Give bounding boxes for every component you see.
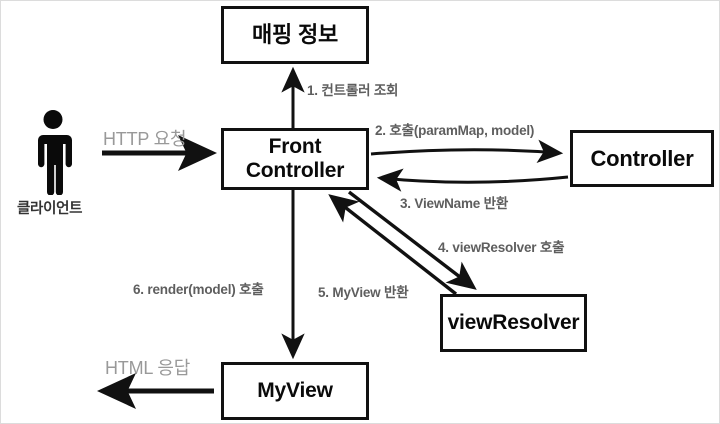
node-front-controller-line2: Controller bbox=[245, 159, 345, 182]
label-html-response: HTML 응답 bbox=[105, 358, 191, 378]
arrow-step-3 bbox=[376, 168, 569, 192]
arrow-step-2 bbox=[370, 139, 564, 163]
person-icon bbox=[38, 110, 72, 195]
client-label: 클라이언트 bbox=[17, 201, 83, 217]
node-controller[interactable]: Controller bbox=[570, 130, 714, 187]
node-view-resolver[interactable]: viewResolver bbox=[440, 294, 587, 352]
node-front-controller-line1: Front bbox=[268, 134, 322, 158]
edge-label-step-2: 2. 호출(paramMap, model) bbox=[375, 123, 535, 138]
node-my-view[interactable]: MyView bbox=[221, 362, 369, 420]
node-front-controller-text: Front Controller bbox=[245, 134, 345, 183]
node-mapping-info[interactable]: 매핑 정보 bbox=[221, 6, 369, 64]
edge-label-step-1: 1. 컨트롤러 조회 bbox=[307, 83, 399, 98]
edge-label-step-3: 3. ViewName 반환 bbox=[400, 196, 509, 211]
edge-label-step-5: 5. MyView 반환 bbox=[318, 285, 409, 300]
edge-label-step-6: 6. render(model) 호출 bbox=[133, 282, 264, 297]
edge-label-step-4: 4. viewResolver 호출 bbox=[438, 240, 565, 255]
node-front-controller[interactable]: Front Controller bbox=[221, 128, 369, 190]
label-http-request: HTTP 요청 bbox=[103, 129, 187, 149]
